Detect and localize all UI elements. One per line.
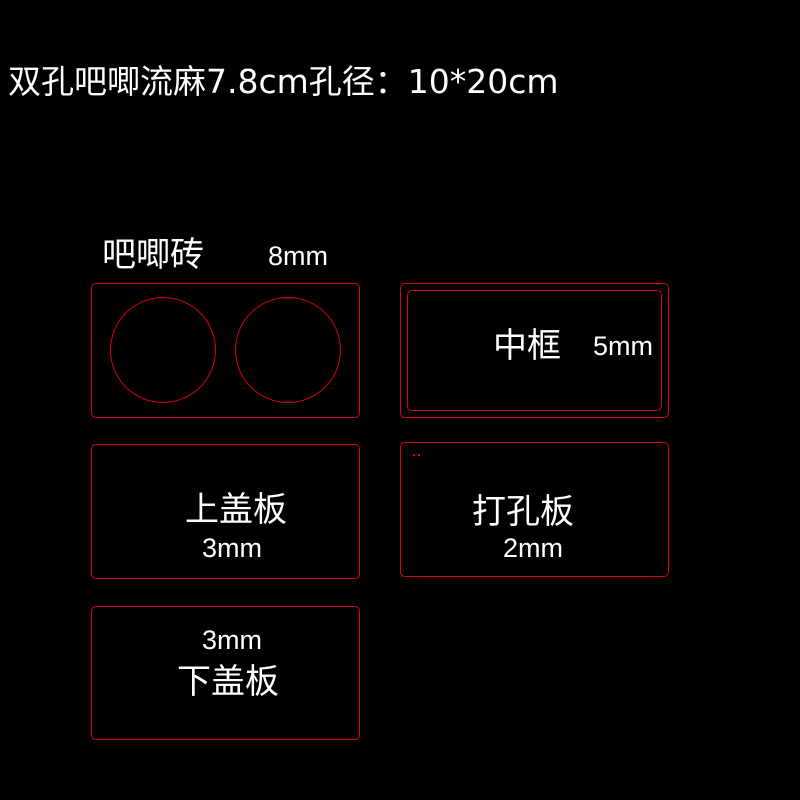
hole-plate-thickness: 2mm	[503, 533, 563, 563]
badge-brick-thickness: 8mm	[268, 241, 328, 271]
hole-plate-outline	[400, 442, 669, 577]
hole-plate-name: 打孔板	[472, 492, 574, 532]
middle-frame-name: 中框	[493, 326, 561, 366]
top-cover-name: 上盖板	[185, 490, 287, 530]
hole-right-circle	[235, 297, 341, 403]
badge-brick-outline	[91, 283, 360, 418]
middle-frame-thickness: 5mm	[593, 331, 653, 361]
bottom-cover-name: 下盖板	[177, 662, 279, 702]
hole-left-circle	[110, 297, 216, 403]
drawing-title: 双孔吧唧流麻7.8cm孔径：10*20cm	[8, 62, 559, 101]
top-cover-thickness: 3mm	[202, 533, 262, 563]
bottom-cover-thickness: 3mm	[202, 625, 262, 655]
bottom-cover-outline	[91, 606, 360, 740]
marker-dot-icon	[413, 454, 415, 456]
top-cover-outline	[91, 444, 360, 579]
middle-frame-outer-outline	[400, 283, 669, 418]
marker-dot-icon	[418, 454, 420, 456]
badge-brick-name: 吧唧砖	[102, 235, 204, 275]
middle-frame-inner-outline	[407, 290, 662, 411]
